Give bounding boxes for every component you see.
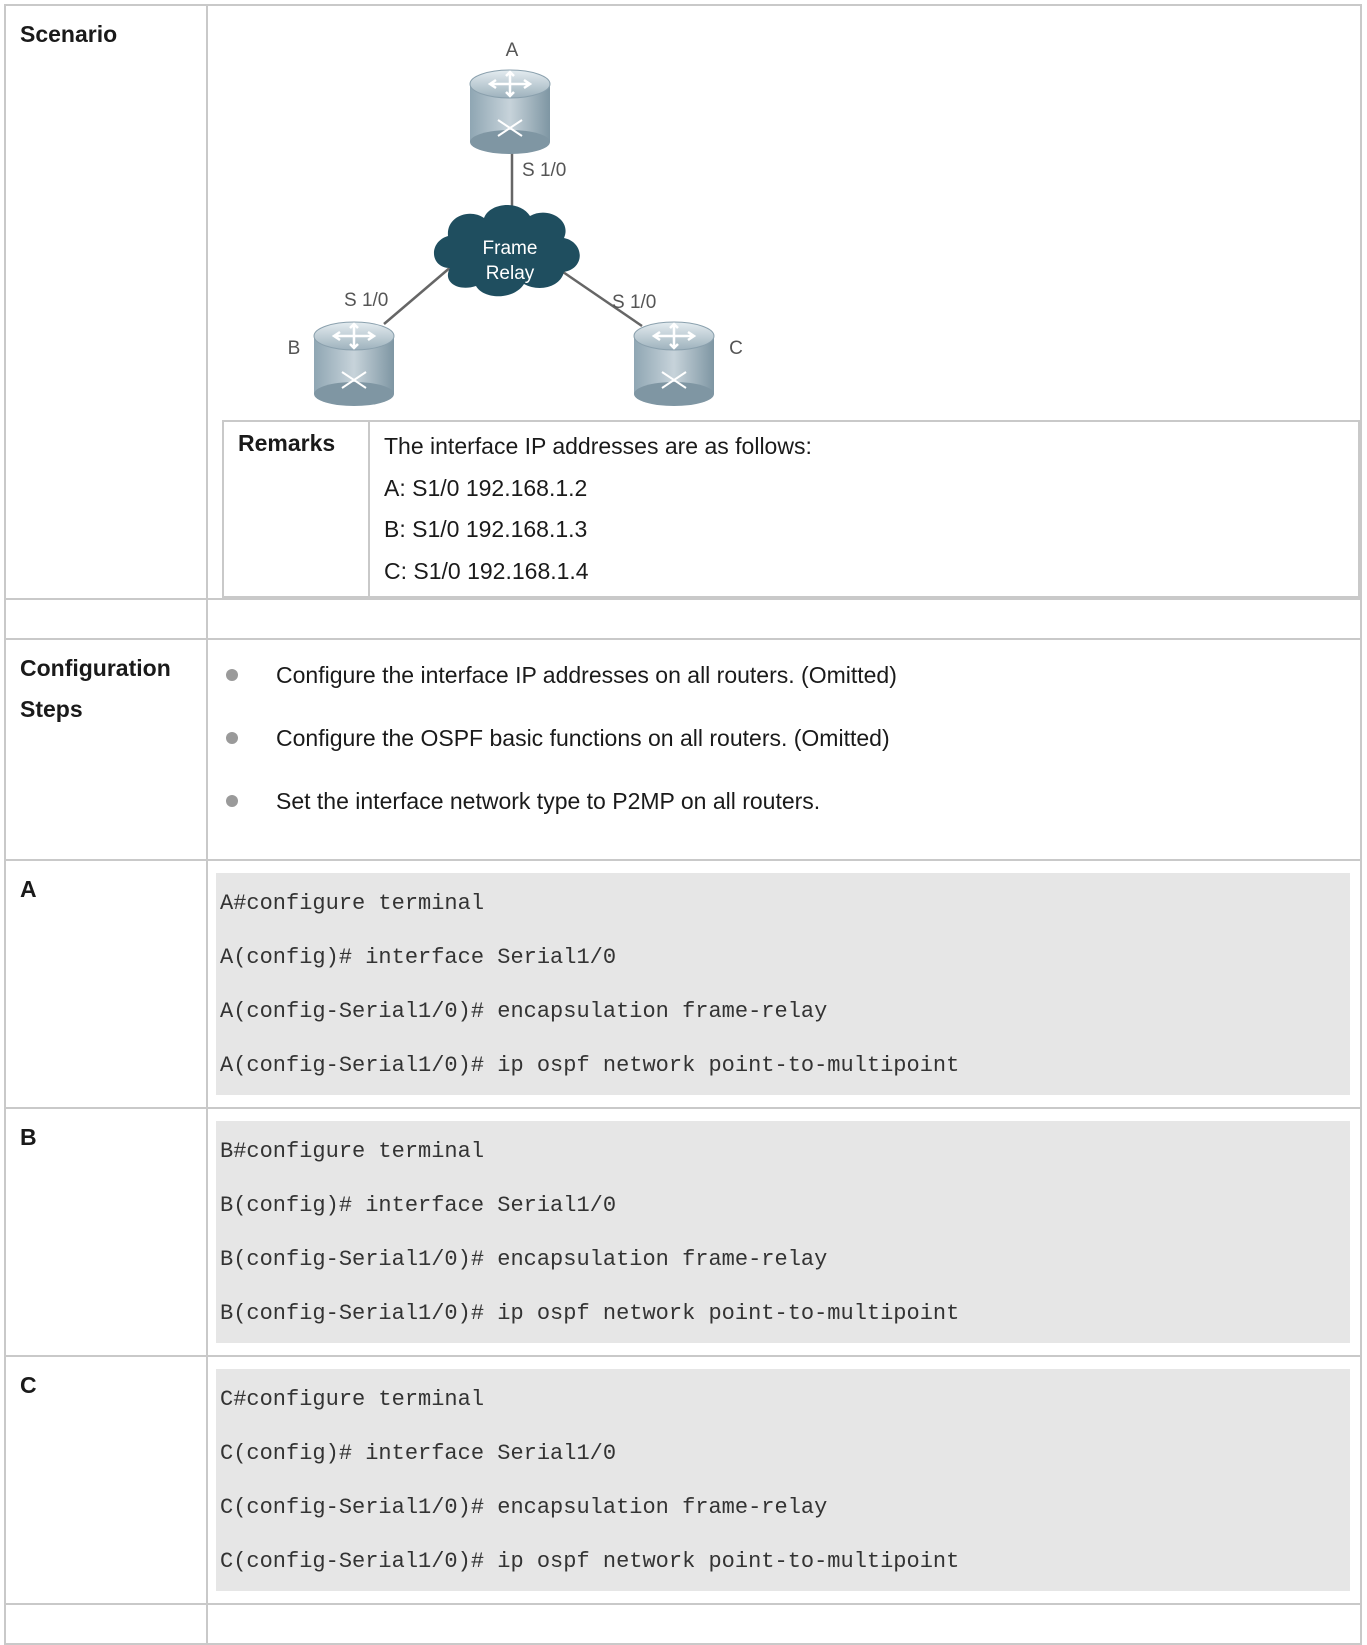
remarks-label: Remarks [222,420,370,598]
step-item: Configure the OSPF basic functions on al… [226,723,1360,753]
remarks-line: A: S1/0 192.168.1.2 [384,474,588,501]
device-c-label-cell: C [4,1355,208,1605]
remarks-line: C: S1/0 192.168.1.4 [384,557,589,584]
router-a-port-label: S 1/0 [522,160,566,181]
router-c-label: C [729,338,743,359]
bullet-icon [226,732,238,744]
scenario-row: Scenario [4,4,1362,600]
step-text: Set the interface network type to P2MP o… [276,788,821,814]
scenario-content-cell: Frame Relay [206,4,1362,600]
device-a-content: A#configure terminal A(config)# interfac… [206,859,1362,1109]
device-c-label: C [20,1372,37,1398]
device-a-code-block: A#configure terminal A(config)# interfac… [216,873,1350,1095]
empty-row [4,1603,1362,1645]
router-b-icon [313,321,395,406]
router-c-icon [633,321,715,406]
code-line: B(config-Serial1/0)# ip ospf network poi… [220,1301,960,1326]
code-line: A(config)# interface Serial1/0 [220,945,617,970]
scenario-label-cell: Scenario [4,4,208,600]
config-steps-content: Configure the interface IP addresses on … [206,638,1362,861]
code-line: C(config)# interface Serial1/0 [220,1441,617,1466]
remarks-body: The interface IP addresses are as follow… [368,420,1360,598]
empty-row [4,598,1362,640]
link-c-cloud [562,270,643,328]
scenario-label: Scenario [20,21,118,47]
topology-svg: Frame Relay [288,40,743,406]
step-item: Set the interface network type to P2MP o… [226,786,1360,816]
device-c-code-block: C#configure terminal C(config)# interfac… [216,1369,1350,1591]
config-example-table: Scenario [4,4,1362,1645]
code-line: B#configure terminal [220,1139,485,1164]
config-steps-label-line1: Configuration [20,655,171,681]
router-c-port-label: S 1/0 [612,292,656,313]
bullet-icon [226,669,238,681]
device-a-label-cell: A [4,859,208,1109]
code-line: A(config-Serial1/0)# encapsulation frame… [220,999,828,1024]
router-a-label: A [506,40,519,61]
frame-relay-cloud: Frame Relay [433,204,580,297]
router-b-port-label: S 1/0 [344,290,388,311]
device-a-label: A [20,876,37,902]
device-b-label-cell: B [4,1107,208,1357]
code-line: C(config-Serial1/0)# ip ospf network poi… [220,1549,960,1574]
remarks-table: Remarks The interface IP addresses are a… [222,420,1360,598]
code-line: A(config-Serial1/0)# ip ospf network poi… [220,1053,960,1078]
cloud-label-line1: Frame [483,238,538,259]
remarks-line: B: S1/0 192.168.1.3 [384,516,588,542]
device-c-row: C C#configure terminal C(config)# interf… [4,1355,1362,1605]
router-b-label: B [288,338,301,359]
step-text: Configure the OSPF basic functions on al… [276,725,890,751]
step-item: Configure the interface IP addresses on … [226,660,1360,690]
link-b-cloud [383,265,453,325]
network-topology-diagram: Frame Relay [208,6,1358,420]
code-line: C#configure terminal [220,1387,485,1412]
code-line: B(config-Serial1/0)# encapsulation frame… [220,1247,828,1272]
device-b-row: B B#configure terminal B(config)# interf… [4,1107,1362,1357]
config-steps-label-line2: Steps [20,696,83,722]
remarks-line: The interface IP addresses are as follow… [384,433,812,459]
router-a-icon [469,69,551,154]
config-steps-label-cell: Configuration Steps [4,638,208,861]
bullet-icon [226,795,238,807]
code-line: B(config)# interface Serial1/0 [220,1193,617,1218]
device-b-content: B#configure terminal B(config)# interfac… [206,1107,1362,1357]
config-steps-row: Configuration Steps Configure the interf… [4,638,1362,861]
device-b-label: B [20,1124,37,1150]
step-text: Configure the interface IP addresses on … [276,662,897,688]
code-line: C(config-Serial1/0)# encapsulation frame… [220,1495,828,1520]
device-b-code-block: B#configure terminal B(config)# interfac… [216,1121,1350,1343]
code-line: A#configure terminal [220,891,485,916]
device-c-content: C#configure terminal C(config)# interfac… [206,1355,1362,1605]
cloud-label-line2: Relay [486,263,535,284]
device-a-row: A A#configure terminal A(config)# interf… [4,859,1362,1109]
config-steps-list: Configure the interface IP addresses on … [208,640,1360,859]
